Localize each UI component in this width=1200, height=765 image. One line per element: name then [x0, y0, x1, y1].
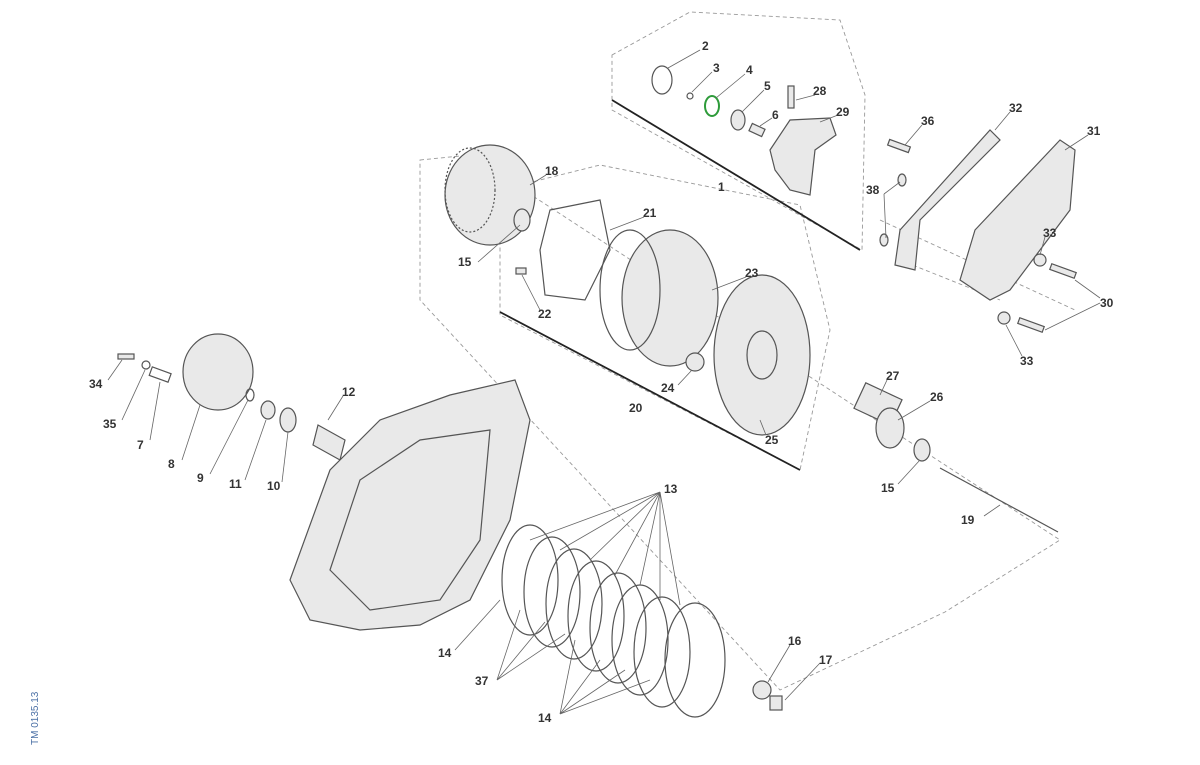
callout-23: 23 [745, 266, 759, 280]
group-frame-1 [611, 11, 866, 251]
callout-4: 4 [746, 63, 753, 77]
callout-32: 32 [1009, 101, 1023, 115]
washer-part-15a [513, 208, 531, 232]
callout-13: 13 [664, 482, 678, 496]
callout-5: 5 [764, 79, 771, 93]
clutch-basket-part-23 [621, 229, 719, 367]
callout-14: 14 [438, 646, 452, 660]
callout-28: 28 [813, 84, 827, 98]
callout-15: 15 [458, 255, 472, 269]
callout-25: 25 [765, 433, 779, 447]
bolt-part-30a [1048, 262, 1078, 280]
group-frame-20 [499, 164, 831, 471]
spring-part-6 [748, 122, 766, 138]
bush-part-33a [1033, 253, 1047, 267]
callout-33: 33 [1020, 354, 1034, 368]
callout-20: 20 [629, 401, 643, 415]
cover-inner [329, 429, 491, 611]
gear-teeth [444, 147, 496, 233]
callout-16: 16 [788, 634, 802, 648]
screw-part-22 [515, 267, 527, 275]
nut-part-16 [752, 680, 772, 700]
bush-part-33b [997, 311, 1011, 325]
cover-part-31 [959, 139, 1076, 301]
callout-1: 1 [718, 180, 725, 194]
pressure-plate-part-8 [182, 333, 254, 411]
bolt-part-34 [117, 353, 135, 360]
callout-22: 22 [538, 307, 552, 321]
callout-8: 8 [168, 457, 175, 471]
gasket-part-21 [539, 199, 611, 301]
washer-part-35 [141, 360, 151, 370]
callout-24: 24 [661, 381, 675, 395]
callout-15: 15 [881, 481, 895, 495]
bleed-screw-part-28 [787, 85, 795, 109]
pin-part-12 [312, 424, 346, 461]
push-rod-part-19 [939, 467, 1059, 533]
washer-part-38b [879, 233, 889, 247]
callout-3: 3 [713, 61, 720, 75]
callout-14: 14 [538, 711, 552, 725]
callout-7: 7 [137, 438, 144, 452]
callout-6: 6 [772, 108, 779, 122]
bearing-part-10 [279, 407, 297, 433]
callout-34: 34 [89, 377, 103, 391]
clutch-plates-pack [501, 524, 726, 718]
o-ring-part-2 [651, 65, 673, 95]
spring-part-7 [148, 366, 172, 383]
callout-12: 12 [342, 385, 356, 399]
washer-part-15b [913, 438, 931, 462]
callout-31: 31 [1087, 124, 1101, 138]
washer-part-17 [769, 695, 783, 711]
leader-lines [107, 49, 1101, 715]
callout-21: 21 [643, 206, 657, 220]
gear-part-24 [685, 352, 705, 372]
clutch-cover [289, 379, 531, 631]
group-bracket-20 [499, 311, 801, 471]
basket-side [599, 229, 661, 351]
ball-part-3 [686, 92, 694, 100]
callout-17: 17 [819, 653, 833, 667]
group-bracket-1 [611, 99, 861, 251]
washer-part-5 [730, 109, 746, 131]
bolt-part-30b [1016, 316, 1046, 334]
callout-37: 37 [475, 674, 489, 688]
guard-plate-part-32 [894, 129, 1001, 271]
callout-36: 36 [921, 114, 935, 128]
callout-2: 2 [702, 39, 709, 53]
slave-cylinder-part-29 [769, 117, 837, 196]
washer-part-11 [260, 400, 276, 420]
callout-26: 26 [930, 390, 944, 404]
drawing-code: TM 0135.13 [30, 691, 41, 745]
callout-11: 11 [229, 477, 242, 491]
gear-part-26 [875, 407, 905, 449]
gear-hub [746, 330, 778, 380]
o-ring-part-4 [704, 95, 720, 117]
callout-35: 35 [103, 417, 117, 431]
primary-gear-part-25 [713, 274, 811, 436]
callout-18: 18 [545, 164, 559, 178]
bolt-part-36 [886, 138, 912, 154]
callout-27: 27 [886, 369, 900, 383]
ring-part-9 [245, 388, 255, 402]
callout-30: 30 [1100, 296, 1114, 310]
callout-19: 19 [961, 513, 975, 527]
callout-38: 38 [866, 183, 880, 197]
washer-part-38a [897, 173, 907, 187]
callout-29: 29 [836, 105, 850, 119]
callout-10: 10 [267, 479, 281, 493]
callout-33: 33 [1043, 226, 1057, 240]
callout-9: 9 [197, 471, 204, 485]
